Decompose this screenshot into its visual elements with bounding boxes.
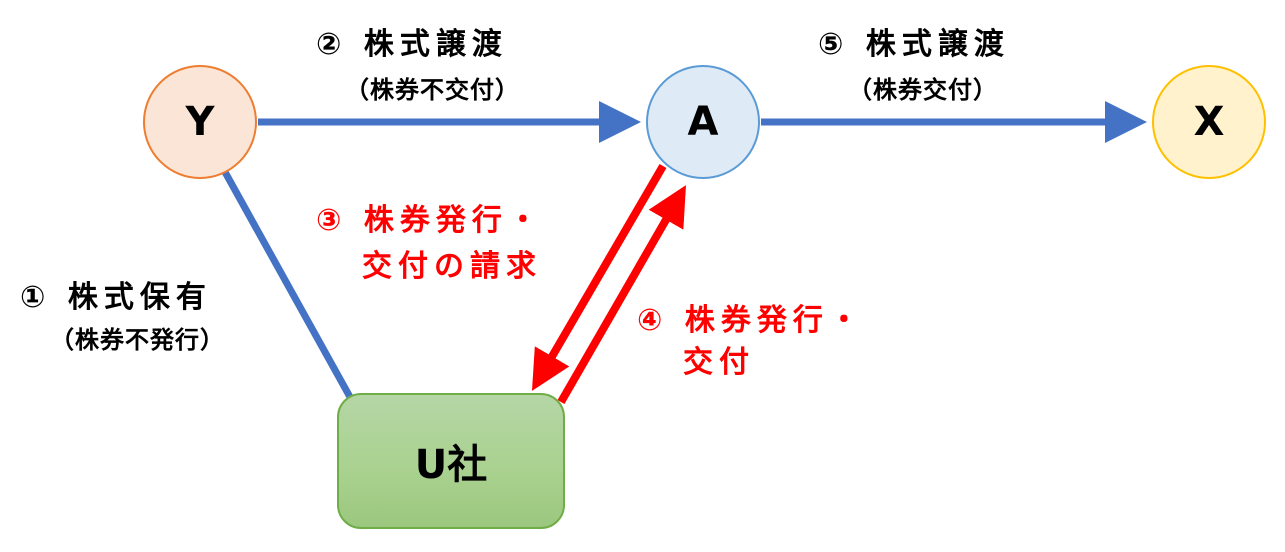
step5-sublabel: （株券交付） [848, 76, 998, 104]
step5-label: ⑤ 株式譲渡 [818, 27, 1010, 62]
node-x: X [1152, 65, 1266, 179]
node-a: A [646, 65, 760, 179]
step2-label: ② 株式譲渡 [316, 27, 508, 62]
a-to-u-request-arrow [531, 163, 667, 391]
step4-label-line2: 交付 [683, 345, 755, 380]
node-x-label: X [1193, 99, 1225, 145]
step3-label-line2: 交付の請求 [362, 249, 542, 284]
step4-label-line1: ④ 株券発行・ [637, 303, 865, 338]
node-u-label: U社 [414, 442, 488, 488]
step3-label-line1: ③ 株券発行・ [316, 203, 544, 238]
node-y-label: Y [185, 99, 215, 145]
step1-label: ① 株式保有 [20, 280, 212, 315]
u-to-a-issuance-arrow [557, 185, 686, 404]
node-u-company: U社 [337, 393, 565, 529]
step1-sublabel: （株券不発行） [50, 326, 225, 354]
node-y: Y [143, 65, 257, 179]
y-u-holding-line [221, 170, 354, 399]
step2-sublabel: （株券不交付） [345, 76, 520, 104]
node-a-label: A [687, 99, 719, 145]
